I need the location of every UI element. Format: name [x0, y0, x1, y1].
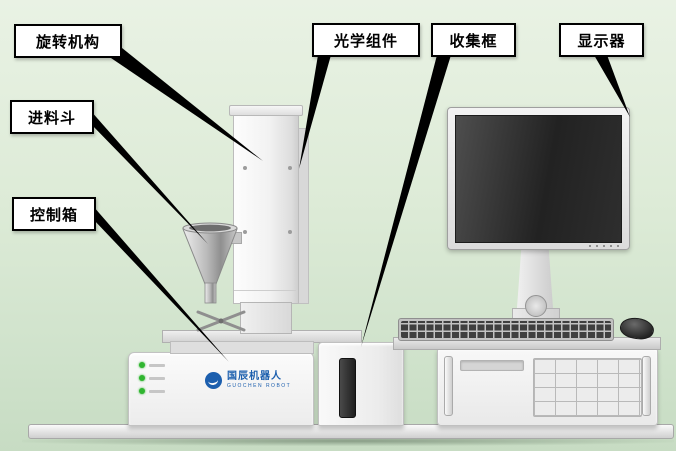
indicator-label-mark: [149, 376, 165, 380]
brand-name: 国辰机器人: [227, 371, 282, 382]
base-plate-shadow: [22, 436, 674, 446]
screw-dot: [288, 230, 292, 234]
optical-column-cap: [229, 105, 303, 116]
cabinet-keypad-grid: [533, 358, 642, 417]
cabinet-vent-slot: [460, 360, 524, 371]
monitor-button: [589, 245, 591, 247]
control-cabinet: [437, 347, 658, 426]
keyboard-keys: [401, 321, 611, 338]
collection-box: [318, 342, 404, 426]
column-support: [240, 302, 292, 334]
callout-optical-assembly: 光学组件: [312, 23, 420, 57]
callout-collection-frame: 收集框: [431, 23, 516, 57]
leader-feed-hopper: [90, 110, 208, 244]
cabinet-handle-right: [642, 356, 651, 416]
monitor-frame: [447, 107, 630, 250]
control-box: 国辰机器人 GUOCHEN ROBOT: [128, 352, 314, 426]
monitor-button: [603, 245, 605, 247]
screw-dot: [243, 166, 247, 170]
brand-logo-icon: [205, 371, 222, 389]
indicator-light: [139, 388, 165, 394]
monitor-button: [617, 245, 619, 247]
brand-text: 国辰机器人 GUOCHEN ROBOT: [227, 371, 291, 389]
collection-slot: [339, 358, 356, 418]
indicator-label-mark: [149, 389, 165, 393]
green-light-icon: [139, 362, 145, 368]
indicator-light: [139, 362, 165, 368]
column-seam: [234, 290, 296, 291]
brand-subtitle: GUOCHEN ROBOT: [227, 383, 292, 389]
callout-control-box: 控制箱: [12, 197, 96, 231]
brand: 国辰机器人 GUOCHEN ROBOT: [205, 371, 291, 389]
monitor-button: [596, 245, 598, 247]
keyboard: [398, 318, 614, 341]
callout-rotation-mechanism: 旋转机构: [14, 24, 122, 58]
screw-dot: [243, 230, 247, 234]
callout-display-monitor: 显示器: [559, 23, 644, 57]
base-plate: [28, 424, 674, 439]
monitor-button: [610, 245, 612, 247]
screw-dot: [288, 166, 292, 170]
hopper-bracket: [226, 232, 242, 244]
scissor-linkage: [196, 310, 246, 332]
optical-column: [233, 112, 299, 304]
feed-hopper-tube: [204, 282, 217, 304]
callout-feed-hopper: 进料斗: [10, 100, 94, 134]
indicator-panel: [139, 362, 165, 394]
green-light-icon: [139, 388, 145, 394]
feed-hopper-opening: [189, 224, 231, 232]
monitor-buttons: [589, 245, 619, 247]
stage-plate-lower: [170, 341, 314, 354]
monitor-screen: [455, 115, 622, 243]
indicator-label-mark: [149, 363, 165, 367]
leader-collection-frame: [361, 55, 451, 347]
cabinet-handle-left: [444, 356, 453, 416]
green-light-icon: [139, 375, 145, 381]
indicator-light: [139, 375, 165, 381]
monitor-stand-hinge: [525, 295, 547, 317]
